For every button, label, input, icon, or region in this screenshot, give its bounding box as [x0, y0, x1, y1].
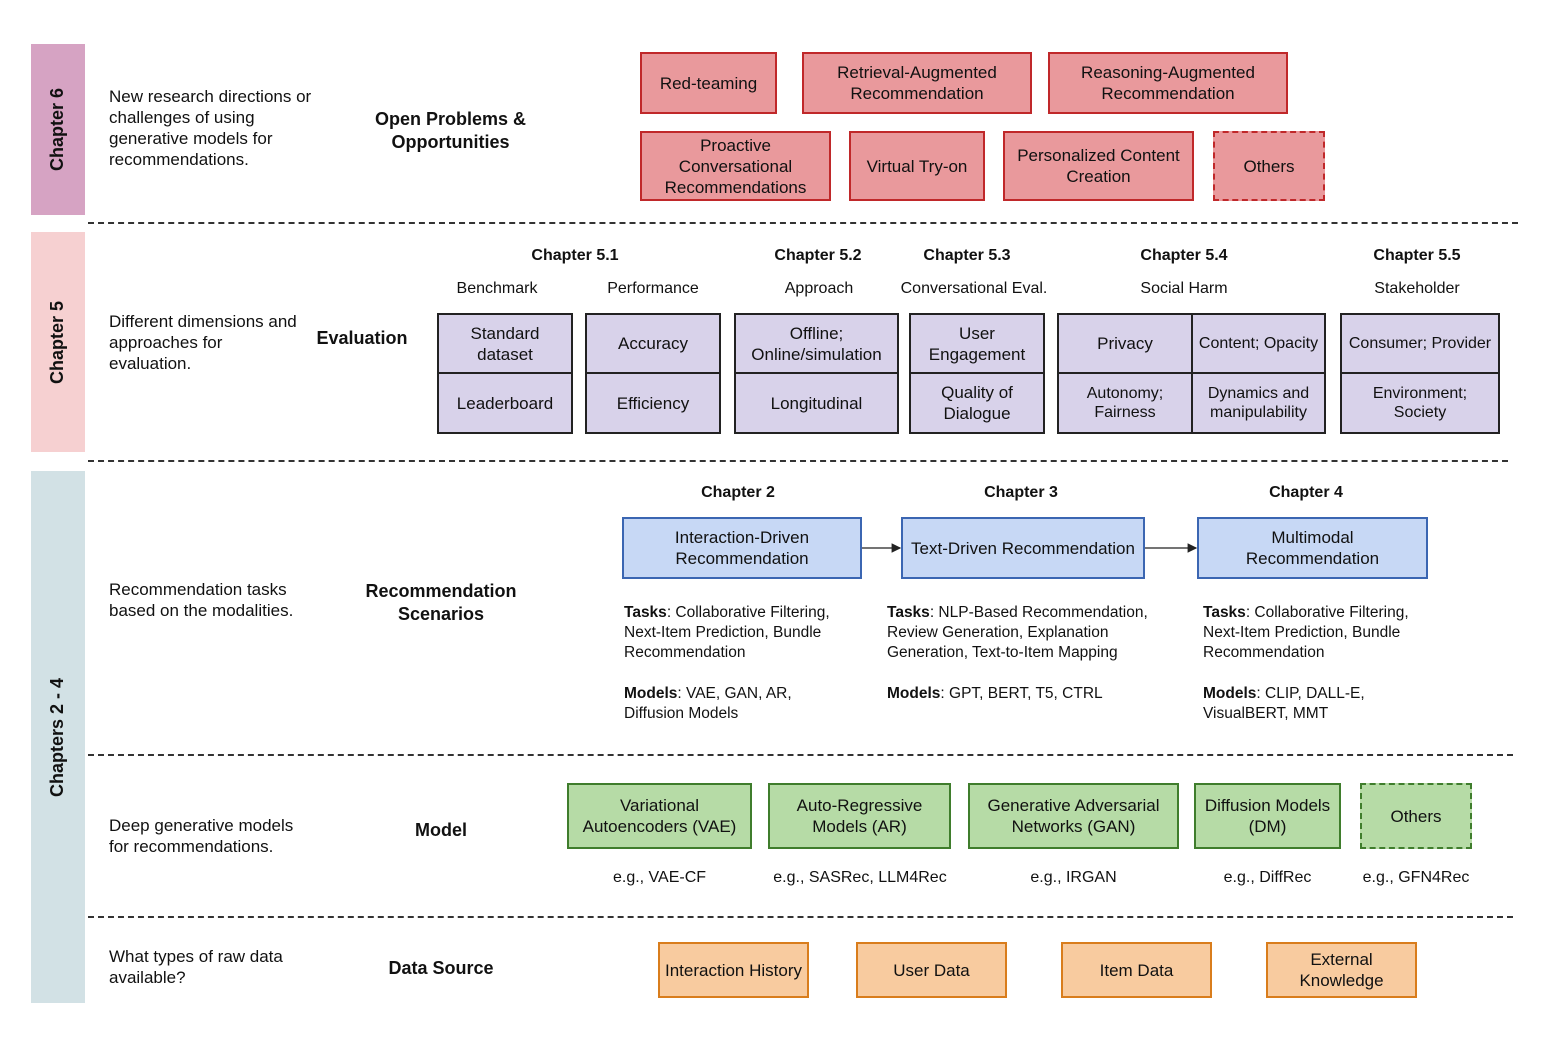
separator-ch5-ch24: [88, 460, 1508, 462]
eval-label-stakeholder: Stakeholder: [1374, 280, 1460, 297]
eval-label-social-harm: Social Harm: [1140, 280, 1228, 297]
band-chapter-5: Chapter 5: [31, 232, 85, 452]
model-others-example: e.g., GFN4Rec: [1362, 869, 1470, 886]
model-ar: Auto-Regressive Models (AR): [768, 783, 951, 849]
scenario-chapter-4: Chapter 4: [1269, 484, 1343, 501]
scenarios-description: Recommendation tasks based on the modali…: [109, 580, 294, 620]
open-problem-red-teaming: Red-teaming: [640, 52, 777, 114]
eval-consumer-provider: Consumer; Provider: [1340, 313, 1500, 374]
separator-ch6-ch5: [88, 222, 1518, 224]
data-interaction-history: Interaction History: [658, 942, 809, 998]
open-problem-virtual-try-on: Virtual Try-on: [849, 131, 985, 201]
model-gan-example: e.g., IRGAN: [1030, 869, 1117, 886]
model-vae-example: e.g., VAE-CF: [612, 869, 707, 886]
eval-dynamics-manipulability: Dynamics and manipulability: [1191, 372, 1326, 434]
separator-model-data: [88, 916, 1513, 918]
eval-environment-society: Environment; Society: [1340, 372, 1500, 434]
scenario-interaction-driven: Interaction-Driven Recommendation: [622, 517, 862, 579]
open-problem-personalized-content: Personalized Content Creation: [1003, 131, 1194, 201]
open-problems-title: Open Problems & Opportunities: [374, 109, 527, 152]
eval-quality-of-dialogue: Quality of Dialogue: [909, 372, 1045, 434]
scenarios-title: Recommendation Scenarios: [365, 581, 517, 624]
eval-leaderboard: Leaderboard: [437, 372, 573, 434]
evaluation-description: Different dimensions and approaches for …: [109, 312, 297, 373]
evaluation-title: Evaluation: [316, 328, 408, 348]
model-dm: Diffusion Models (DM): [1194, 783, 1341, 849]
eval-offline-online: Offline; Online/simulation: [734, 313, 899, 374]
scenario-ch4-models: Models: CLIP, DALL-E, VisualBERT, MMT: [1203, 685, 1365, 722]
eval-chapter-5-4: Chapter 5.4: [1140, 247, 1228, 264]
scenario-ch2-tasks: Tasks: Collaborative Filtering, Next-Ite…: [624, 604, 830, 661]
eval-autonomy-fairness: Autonomy; Fairness: [1057, 372, 1193, 434]
scenario-ch4-tasks: Tasks: Collaborative Filtering, Next-Ite…: [1203, 604, 1409, 661]
eval-chapter-5-1: Chapter 5.1: [531, 247, 619, 264]
data-external-knowledge: External Knowledge: [1266, 942, 1417, 998]
eval-user-engagement: User Engagement: [909, 313, 1045, 374]
band-chapter-5-label: Chapter 5: [47, 300, 68, 384]
eval-accuracy: Accuracy: [585, 313, 721, 374]
eval-label-benchmark: Benchmark: [456, 280, 538, 297]
open-problem-others: Others: [1213, 131, 1325, 201]
scenario-ch3-models: Models: GPT, BERT, T5, CTRL: [887, 685, 1103, 702]
model-gan: Generative Adversarial Networks (GAN): [968, 783, 1179, 849]
scenario-ch2-models: Models: VAE, GAN, AR, Diffusion Models: [624, 685, 792, 722]
model-title: Model: [415, 820, 467, 840]
eval-content-opacity: Content; Opacity: [1191, 313, 1326, 374]
model-description: Deep generative models for recommendatio…: [109, 816, 294, 856]
eval-chapter-5-3: Chapter 5.3: [923, 247, 1011, 264]
open-problems-description: New research directions or challenges of…: [109, 87, 312, 169]
data-user-data: User Data: [856, 942, 1007, 998]
eval-label-performance: Performance: [607, 280, 699, 297]
band-chapters-2-4: Chapters 2 - 4: [31, 471, 85, 1003]
eval-label-conversational: Conversational Eval.: [900, 280, 1048, 297]
data-source-description: What types of raw data available?: [109, 947, 283, 987]
open-problem-retrieval-augmented: Retrieval-Augmented Recommendation: [802, 52, 1032, 114]
scenario-chapter-3: Chapter 3: [984, 484, 1058, 501]
model-ar-example: e.g., SASRec, LLM4Rec: [773, 869, 947, 886]
separator-scenarios-model: [88, 754, 1513, 756]
eval-chapter-5-2: Chapter 5.2: [774, 247, 862, 264]
model-dm-example: e.g., DiffRec: [1223, 869, 1312, 886]
eval-label-approach: Approach: [784, 280, 854, 297]
scenario-ch3-tasks: Tasks: NLP-Based Recommendation, Review …: [887, 604, 1148, 661]
band-chapters-2-4-label: Chapters 2 - 4: [47, 677, 68, 797]
data-source-title: Data Source: [388, 958, 494, 978]
band-chapter-6: Chapter 6: [31, 44, 85, 215]
model-others: Others: [1360, 783, 1472, 849]
eval-longitudinal: Longitudinal: [734, 372, 899, 434]
data-item-data: Item Data: [1061, 942, 1212, 998]
scenario-text-driven: Text-Driven Recommendation: [901, 517, 1145, 579]
open-problem-reasoning-augmented: Reasoning-Augmented Recommendation: [1048, 52, 1288, 114]
eval-privacy: Privacy: [1057, 313, 1193, 374]
eval-chapter-5-5: Chapter 5.5: [1373, 247, 1461, 264]
scenario-multimodal: Multimodal Recommendation: [1197, 517, 1428, 579]
scenario-chapter-2: Chapter 2: [701, 484, 775, 501]
open-problem-proactive-conversational: Proactive Conversational Recommendations: [640, 131, 831, 201]
model-vae: Variational Autoencoders (VAE): [567, 783, 752, 849]
band-chapter-6-label: Chapter 6: [47, 87, 68, 172]
eval-standard-dataset: Standard dataset: [437, 313, 573, 374]
eval-efficiency: Efficiency: [585, 372, 721, 434]
